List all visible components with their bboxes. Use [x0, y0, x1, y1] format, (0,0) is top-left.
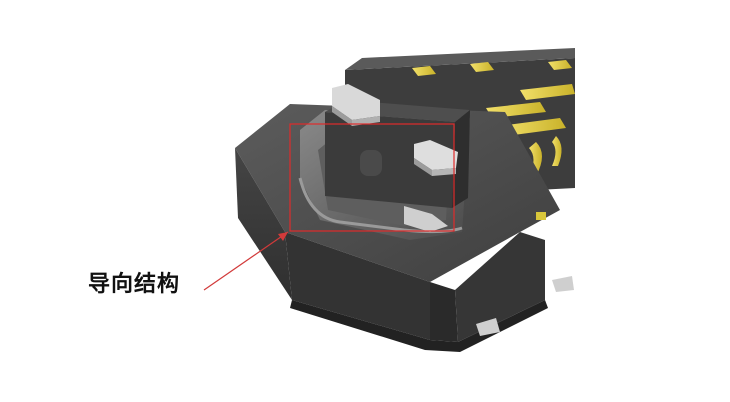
latch-right — [414, 140, 458, 176]
terminal-top — [500, 118, 566, 136]
terminal-top — [520, 84, 575, 100]
solder-tabs — [476, 212, 574, 336]
terminal-top — [548, 60, 572, 70]
leader-line — [203, 231, 289, 291]
latch-bottom — [404, 206, 448, 232]
callout-label: 导向结构 — [88, 272, 181, 297]
leader-arrowhead — [278, 232, 288, 241]
terminal-top — [470, 62, 494, 72]
terminal-top — [412, 66, 436, 76]
highlight-box — [289, 123, 455, 232]
